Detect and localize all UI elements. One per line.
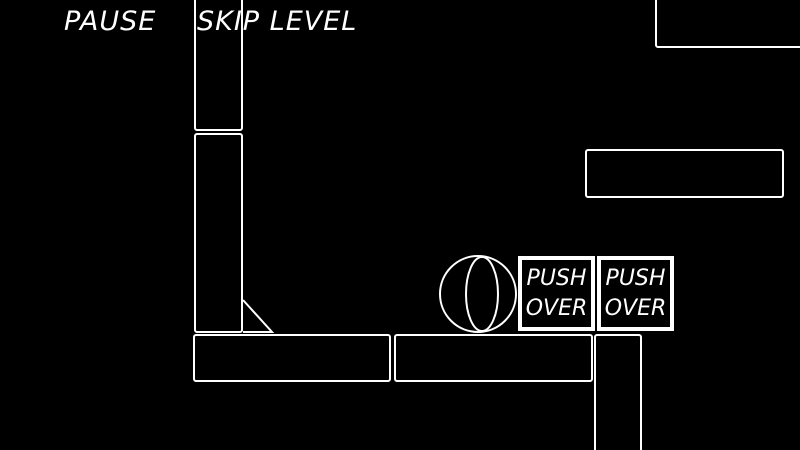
wall-pillar-top [194,0,243,131]
push-over-block[interactable]: PUSH OVER [518,256,595,331]
ledge-right [585,149,784,198]
block-label: PUSH [526,266,587,291]
ceiling-ledge [655,0,800,48]
wall-pillar [194,133,243,333]
block-label: PUSH [605,266,666,291]
pause-button[interactable]: PAUSE [64,6,157,37]
floor-middle [394,334,593,382]
block-label: OVER [604,296,667,321]
skip-level-button[interactable]: SKIP LEVEL [197,6,358,37]
column-right [594,334,642,450]
floor-left [193,334,391,382]
push-over-block[interactable]: PUSH OVER [597,256,674,331]
block-label: OVER [525,296,588,321]
